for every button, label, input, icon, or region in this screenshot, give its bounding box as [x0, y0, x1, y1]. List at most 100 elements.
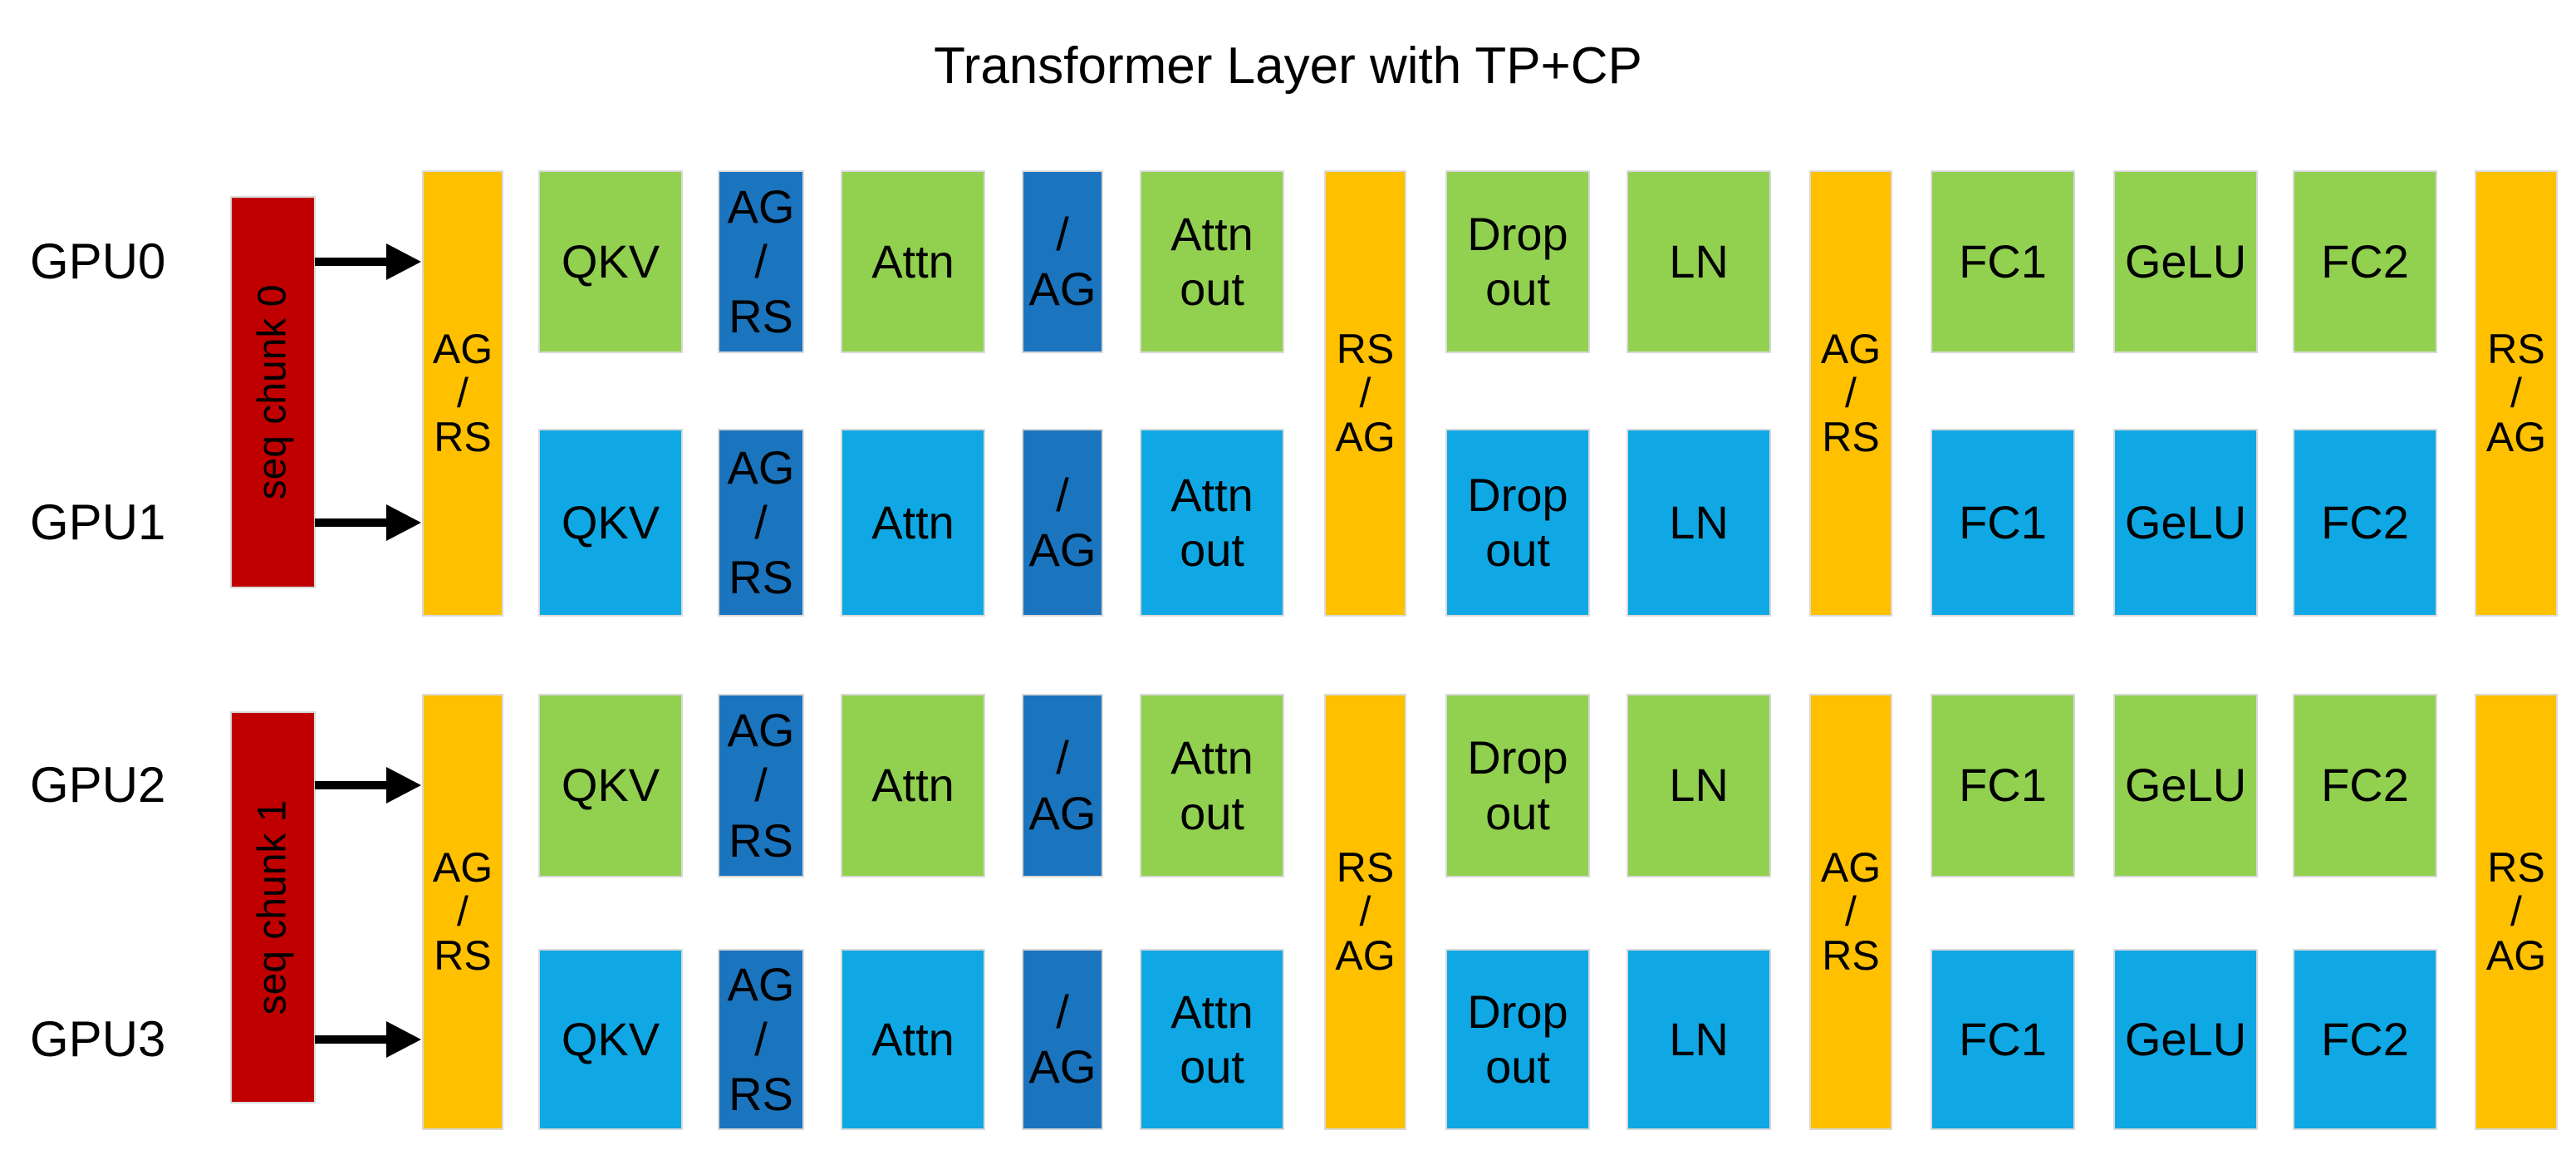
op-label: QKV [561, 1012, 660, 1065]
comm-bar-group2-rs-ag-out: RS / AG [2475, 694, 2558, 1130]
op-box-gpu2-fc2: FC2 [2293, 694, 2437, 877]
op-box-gpu1-drop-out: Drop out [1445, 429, 1590, 617]
op-label: / [754, 495, 768, 548]
op-box-gpu1-attn-out: Attn out [1140, 429, 1284, 617]
op-label: FC1 [1959, 759, 2047, 812]
seq-chunk1-box: seq chunk 1 [230, 711, 316, 1103]
op-label: QKV [561, 759, 660, 812]
op-label: FC1 [1959, 495, 2047, 548]
op-box-gpu2-slash-ag: / AG [1022, 694, 1103, 877]
op-box-gpu0-fc2: FC2 [2293, 170, 2437, 353]
op-box-gpu2-qkv: QKV [538, 694, 683, 877]
comm-bar-line: RS [434, 932, 492, 979]
op-box-gpu0-qkv: QKV [538, 170, 683, 353]
op-box-gpu3-attn-out: Attn out [1140, 949, 1284, 1130]
op-label: FC1 [1959, 234, 2047, 288]
op-box-gpu1-attn: Attn [841, 429, 985, 617]
op-box-gpu2-ag-rs: AG / RS [718, 694, 804, 877]
comm-bar-line: / [1845, 370, 1857, 416]
op-box-gpu3-drop-out: Drop out [1445, 949, 1590, 1130]
op-label: LN [1669, 234, 1729, 288]
comm-bar-group2-ag-rs-in: AG / RS [422, 694, 503, 1130]
comm-bar-line: AG [2485, 414, 2547, 460]
op-label: out [1180, 523, 1244, 576]
op-box-gpu1-ln: LN [1627, 429, 1771, 617]
op-box-gpu1-gelu: GeLU [2113, 429, 2258, 617]
op-label: out [1180, 1040, 1244, 1093]
comm-bar-line: AG [2485, 932, 2547, 979]
comm-bar-line: AG [1820, 326, 1882, 372]
op-label: FC2 [2321, 1012, 2409, 1065]
op-box-gpu1-fc1: FC1 [1931, 429, 2075, 617]
comm-bar-line: RS [1822, 932, 1880, 979]
op-box-gpu3-attn: Attn [841, 949, 985, 1130]
op-box-gpu0-fc1: FC1 [1931, 170, 2075, 353]
op-box-gpu2-drop-out: Drop out [1445, 694, 1590, 877]
op-label: / [1056, 985, 1069, 1038]
comm-bar-line: AG [432, 326, 493, 372]
seq-chunk1-label: seq chunk 1 [250, 799, 295, 1015]
op-label: Drop [1467, 731, 1568, 784]
op-box-gpu0-ag-rs: AG / RS [718, 170, 804, 353]
comm-bar-group1-ag-rs-in: AG / RS [422, 170, 503, 617]
gpu-label-gpu1: GPU1 [30, 494, 166, 550]
op-label: AG [1028, 523, 1097, 576]
op-box-gpu1-fc2: FC2 [2293, 429, 2437, 617]
op-box-gpu1-slash-ag: / AG [1022, 429, 1103, 617]
op-label: AG [727, 957, 795, 1010]
op-label: RS [729, 813, 793, 867]
op-label: FC1 [1959, 1012, 2047, 1065]
op-label: / [1056, 207, 1069, 260]
op-box-gpu0-attn-out: Attn out [1140, 170, 1284, 353]
op-label: AG [727, 179, 795, 233]
op-label: LN [1669, 495, 1729, 548]
comm-bar-line: / [2510, 370, 2522, 416]
op-label: / [1056, 468, 1069, 521]
op-label: / [754, 234, 768, 288]
op-label: out [1180, 786, 1244, 839]
comm-bar-line: / [457, 370, 469, 416]
comm-bar-group1-ag-rs-mlp: AG / RS [1809, 170, 1892, 617]
op-label: AG [727, 440, 795, 494]
comm-bar-group2-ag-rs-mlp: AG / RS [1809, 694, 1892, 1130]
op-box-gpu3-fc1: FC1 [1931, 949, 2075, 1130]
op-box-gpu0-ln: LN [1627, 170, 1771, 353]
op-label: Attn [1170, 731, 1254, 784]
op-label: Attn [1170, 468, 1254, 521]
op-box-gpu3-slash-ag: / AG [1022, 949, 1103, 1130]
op-label: Attn [1170, 207, 1254, 260]
op-box-gpu2-attn: Attn [841, 694, 985, 877]
op-label: Drop [1467, 207, 1568, 260]
op-label: / [754, 759, 768, 812]
op-label: Drop [1467, 985, 1568, 1038]
op-label: GeLU [2124, 759, 2247, 812]
op-label: QKV [561, 495, 660, 548]
op-label: FC2 [2321, 495, 2409, 548]
op-box-gpu2-fc1: FC1 [1931, 694, 2075, 877]
op-box-gpu0-drop-out: Drop out [1445, 170, 1590, 353]
op-label: AG [1028, 263, 1097, 315]
op-label: out [1485, 523, 1550, 576]
comm-bar-line: AG [1820, 844, 1882, 891]
op-label: out [1180, 263, 1244, 315]
op-label: LN [1669, 759, 1729, 812]
op-box-gpu0-gelu: GeLU [2113, 170, 2258, 353]
seq-chunk0-box: seq chunk 0 [230, 196, 316, 588]
comm-bar-line: AG [1335, 932, 1396, 979]
gpu-label-gpu2: GPU2 [30, 757, 166, 813]
op-label: AG [727, 704, 795, 757]
op-label: RS [729, 1068, 793, 1121]
comm-bar-line: RS [434, 414, 492, 460]
op-box-gpu3-qkv: QKV [538, 949, 683, 1130]
op-box-gpu3-ln: LN [1627, 949, 1771, 1130]
op-label: RS [729, 290, 793, 343]
arrow-gpu0 [315, 243, 421, 280]
op-label: out [1485, 786, 1550, 839]
comm-bar-group2-rs-ag-mid: RS / AG [1324, 694, 1406, 1130]
seq-chunk0-label: seq chunk 0 [250, 284, 295, 500]
op-label: Attn [1170, 985, 1254, 1038]
op-label: GeLU [2124, 234, 2247, 288]
op-label: Attn [871, 759, 954, 812]
comm-bar-line: RS [2487, 844, 2545, 891]
